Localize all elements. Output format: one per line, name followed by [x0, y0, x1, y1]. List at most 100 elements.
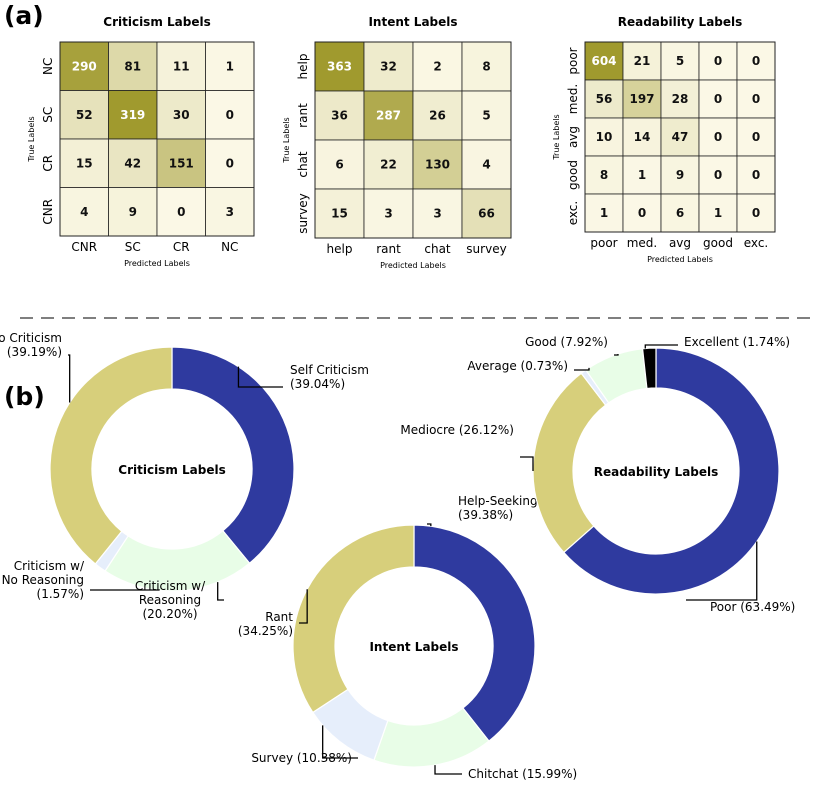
y-axis-label: True Labels	[552, 114, 561, 160]
slice-label: Chitchat (15.99%)	[468, 767, 577, 781]
heatmap-cell	[584, 155, 624, 195]
heatmap-title: Criticism Labels	[103, 15, 210, 29]
leader-line	[299, 589, 308, 624]
donut-slice	[532, 372, 607, 554]
heatmap-cell	[584, 117, 624, 157]
heatmap-cell-value: 604	[591, 54, 616, 68]
panel-b-label: (b)	[4, 382, 45, 411]
leader-line	[686, 541, 758, 601]
heatmap-cell-value: 15	[331, 207, 348, 221]
heatmap-cell-value: 3	[226, 205, 234, 219]
heatmap-cell	[660, 155, 700, 195]
y-tick-label: avg	[566, 126, 580, 148]
heatmap-cell	[108, 138, 158, 188]
heatmap-cell-value: 287	[376, 109, 401, 123]
heatmap-cell	[412, 188, 463, 239]
y-tick-label: CR	[41, 155, 55, 172]
donut-title: Intent Labels	[369, 640, 458, 654]
heatmap-cell	[363, 90, 414, 141]
slice-label: Rant(34.25%)	[238, 610, 293, 638]
leader-line	[68, 354, 71, 403]
x-tick-label: rant	[376, 242, 401, 256]
heatmap-cell-value: 21	[634, 54, 651, 68]
x-tick-label: SC	[125, 240, 141, 254]
y-tick-label: SC	[41, 107, 55, 123]
heatmap-cell-value: 2	[433, 60, 441, 74]
heatmap-cell-value: 56	[596, 92, 613, 106]
x-axis-label: Predicted Labels	[647, 255, 713, 264]
panel-a-label: (a)	[4, 1, 44, 30]
slice-label: Excellent (1.74%)	[684, 335, 790, 349]
heatmap-cell-value: 363	[327, 60, 352, 74]
heatmap-title: Intent Labels	[368, 15, 457, 29]
heatmap-cell	[584, 193, 624, 233]
x-tick-label: NC	[221, 240, 238, 254]
heatmap-cell	[622, 41, 662, 81]
x-tick-label: CNR	[71, 240, 97, 254]
slice-label: Poor (63.49%)	[710, 600, 795, 614]
heatmap-cell-value: 0	[226, 108, 234, 122]
heatmap-cell-value: 6	[676, 206, 684, 220]
heatmap-frame	[314, 41, 512, 239]
heatmap-cell-value: 52	[76, 108, 93, 122]
heatmap-cell	[205, 138, 255, 188]
heatmap-cell-value: 14	[634, 130, 651, 144]
heatmap-cell	[622, 193, 662, 233]
heatmap-cell-value: 319	[120, 108, 145, 122]
y-tick-label: good	[566, 160, 580, 190]
donut-slice	[171, 346, 295, 565]
heatmap-cell-value: 1	[714, 206, 722, 220]
leader-line	[520, 456, 534, 471]
slice-label: Self Criticism(39.04%)	[290, 363, 369, 391]
leader-line	[434, 765, 462, 775]
heatmap-cell-value: 151	[169, 156, 194, 170]
slice-label: No Criticism(39.19%)	[0, 331, 62, 359]
y-tick-label: CNR	[41, 199, 55, 225]
leader-line	[217, 582, 224, 601]
slice-label: Help-Seeking(39.38%)	[458, 494, 538, 522]
heatmap-cell	[461, 90, 512, 141]
heatmap-cell	[412, 90, 463, 141]
heatmap-cell	[108, 41, 158, 91]
leader-line	[322, 725, 358, 759]
leader-line	[574, 367, 590, 371]
heatmap-cell-value: 0	[714, 54, 722, 68]
heatmap-cell-value: 5	[676, 54, 684, 68]
heatmap-cell	[156, 90, 206, 140]
x-tick-label: exc.	[744, 236, 768, 250]
y-tick-label: chat	[296, 151, 310, 178]
y-tick-label: poor	[566, 47, 580, 74]
heatmap-cell-value: 290	[72, 59, 97, 73]
heatmap-cell-value: 0	[638, 206, 646, 220]
heatmap-cell-value: 6	[335, 158, 343, 172]
y-axis-label: True Labels	[27, 116, 36, 162]
leader-line	[644, 344, 678, 349]
heatmap-cell-value: 0	[177, 205, 185, 219]
donut-slice	[49, 346, 173, 565]
heatmap-cell-value: 8	[482, 60, 490, 74]
heatmap-cell	[108, 187, 158, 237]
slice-label: Survey (10.38%)	[251, 751, 352, 765]
y-tick-label: exc.	[566, 201, 580, 225]
heatmap-frame	[584, 41, 776, 233]
heatmap-cell-value: 15	[76, 156, 93, 170]
heatmap-cell	[108, 90, 158, 140]
x-tick-label: poor	[590, 236, 617, 250]
heatmap-cell-value: 197	[629, 92, 654, 106]
slice-label: Criticism w/Reasoning(20.20%)	[135, 579, 206, 621]
heatmap-cell	[205, 187, 255, 237]
heatmap-cell-value: 5	[482, 109, 490, 123]
heatmap-cell-value: 9	[129, 205, 137, 219]
heatmap-cell	[736, 193, 776, 233]
heatmap-cell-value: 47	[672, 130, 689, 144]
heatmap-frame	[59, 41, 255, 237]
x-axis-label: Predicted Labels	[380, 261, 446, 270]
slice-label: Criticism w/No Reasoning(1.57%)	[2, 559, 85, 601]
slice-label: Mediocre (26.12%)	[400, 423, 514, 437]
x-tick-label: avg	[669, 236, 691, 250]
heatmap-cell-value: 0	[714, 130, 722, 144]
